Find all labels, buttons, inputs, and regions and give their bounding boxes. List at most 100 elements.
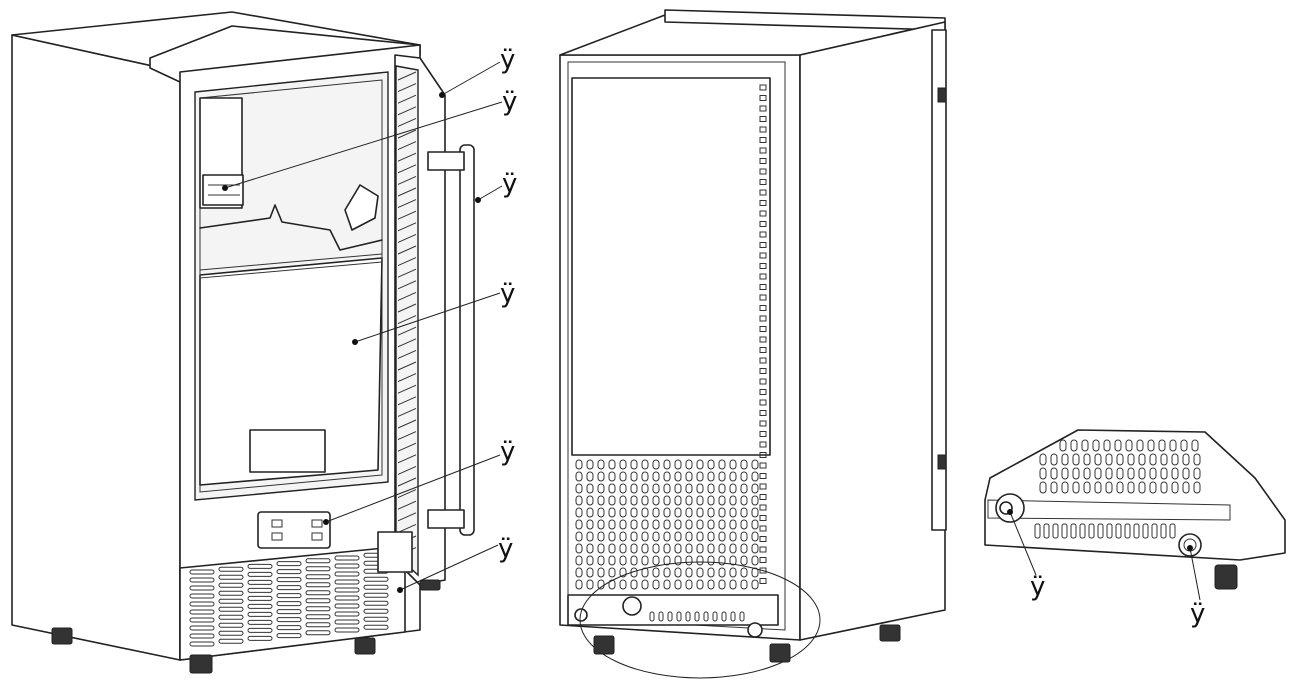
grille-slot [247, 579, 273, 585]
detail-vent-slot [1149, 481, 1157, 494]
vent-slot [685, 483, 693, 494]
vent-slot [641, 519, 649, 530]
vent-slot [608, 567, 616, 578]
rail-hole [759, 231, 767, 238]
grille-slot [189, 601, 215, 607]
vent-slot [740, 471, 748, 482]
ice-basket [199, 257, 383, 486]
gasket-rib [397, 187, 417, 197]
detail-vent-slot [1160, 453, 1168, 466]
vent-slot [652, 495, 660, 506]
rail-hole [759, 462, 767, 469]
gasket-rib [397, 199, 417, 209]
grille-slot [189, 585, 215, 591]
gasket-rib [397, 477, 417, 487]
gasket-rib [397, 315, 417, 325]
vent-slot [740, 507, 748, 518]
detail-vent-slot [1116, 481, 1124, 494]
gasket-rib [397, 361, 417, 371]
vent-slot [740, 519, 748, 530]
vent-slot [652, 555, 660, 566]
vent-slot [663, 567, 671, 578]
detail-vent-slot [1125, 439, 1133, 452]
rail-hole [759, 368, 767, 374]
rear-view [559, 9, 947, 679]
rail-hole [759, 158, 767, 164]
vent-slot [619, 579, 627, 590]
detail-vent-slot [1169, 439, 1177, 452]
vent-slot [619, 471, 627, 482]
grille-slot [218, 622, 244, 628]
vent-slot [608, 579, 616, 590]
door-foot [419, 579, 441, 591]
grille-slot [334, 579, 360, 585]
vent-slot [641, 555, 649, 566]
vent-slot [575, 543, 583, 554]
vent-slot [685, 531, 693, 542]
grille-slot [363, 600, 389, 606]
grille-slot [247, 603, 273, 609]
grille-slot [276, 561, 302, 567]
vent-slot [751, 555, 759, 566]
detail-vent-slot [1083, 481, 1091, 494]
vent-slot [619, 531, 627, 542]
vent-slot [707, 507, 715, 518]
detail-vent-slot [1116, 467, 1124, 480]
detail-vent-slot [1114, 439, 1122, 452]
rail-hole [759, 273, 767, 280]
vent-slot [663, 579, 671, 590]
grille-slot [247, 595, 273, 601]
grille-slot [276, 601, 302, 607]
rail-hole [759, 578, 767, 584]
grille-slot [189, 577, 215, 583]
vent-slot [729, 471, 737, 482]
gasket-rib [397, 500, 417, 510]
gasket-rib [397, 83, 417, 93]
vent-slot [751, 459, 759, 470]
grille-slot [276, 577, 302, 583]
detail-bottom-slot [1142, 523, 1149, 539]
vent-slot [718, 567, 726, 578]
rail-hole [759, 431, 767, 437]
rail-hole [759, 525, 767, 532]
rail-hole [759, 389, 767, 395]
vent-slot [729, 579, 737, 590]
grille-slot [247, 563, 273, 569]
vent-slot [597, 495, 605, 506]
grille-slot [363, 608, 389, 614]
grille-slot [276, 617, 302, 623]
vent-slot [575, 579, 583, 590]
vent-slot [652, 531, 660, 542]
gasket-rib [397, 141, 417, 151]
detail-vent-slot [1072, 453, 1080, 466]
vent-slot [685, 567, 693, 578]
rail-hole [759, 420, 767, 427]
rail-hole [759, 483, 767, 490]
grille-slot [276, 633, 302, 639]
detail-vent-slot [1094, 453, 1102, 466]
detail-vent-slot [1182, 481, 1190, 494]
detail-bottom-slot [1124, 523, 1131, 539]
ice-deflector [199, 204, 383, 251]
vent-slot [707, 471, 715, 482]
leg [593, 635, 615, 655]
grille-slot [189, 633, 215, 639]
vent-slot [751, 519, 759, 530]
grille-slot [334, 587, 360, 593]
vent-slot [740, 555, 748, 566]
vent-slot [630, 483, 638, 494]
leg [51, 627, 73, 645]
vent-slot [586, 471, 594, 482]
gasket-rib [397, 94, 417, 104]
gasket-rib [397, 280, 417, 290]
grille-slot [276, 593, 302, 599]
detail-vent-slot [1116, 453, 1124, 466]
gasket-rib [397, 129, 417, 139]
vent-slot [696, 579, 704, 590]
vent-slot [586, 483, 594, 494]
grille-slot [305, 590, 331, 596]
bottom-slot [694, 611, 700, 622]
detail-vent-slot [1149, 453, 1157, 466]
detail-vent-slot [1094, 481, 1102, 494]
vent-slot [663, 459, 671, 470]
